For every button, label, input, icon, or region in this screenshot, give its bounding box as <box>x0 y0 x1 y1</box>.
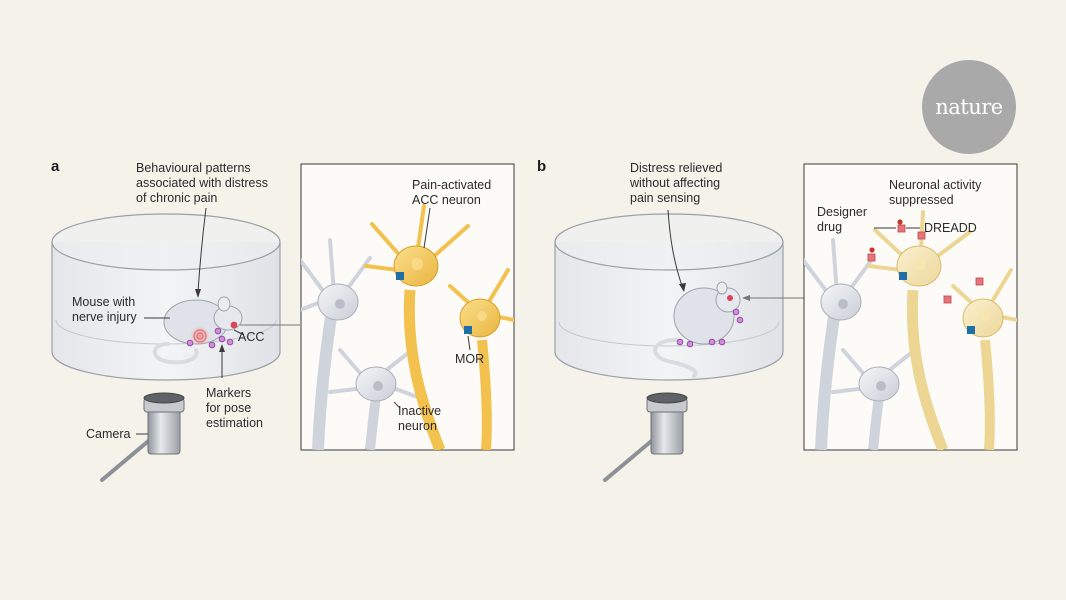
panel-a-letter: a <box>51 158 60 175</box>
nature-logo: nature <box>922 60 1016 154</box>
panel-a-leaders <box>136 207 300 435</box>
pain-neuron-label: Pain-activated ACC neuron <box>412 178 492 207</box>
activity-label: Neuronal activity suppressed <box>889 178 982 207</box>
panel-b-letter: b <box>537 158 547 175</box>
inactive-label: Inactive neuron <box>398 404 442 433</box>
panel-b-mouse <box>653 281 744 378</box>
panel-a-mouse <box>152 296 243 365</box>
pose-markers-b <box>676 308 744 348</box>
mor-label: MOR <box>455 352 485 366</box>
acc-label: ACC <box>238 330 265 344</box>
nature-logo-text: nature <box>935 95 1003 119</box>
distress-label: Distress relieved without affecting pain… <box>630 161 723 205</box>
markers-label: Markers for pose estimation <box>206 386 263 430</box>
drug-label: Designer drug <box>817 205 868 234</box>
pose-markers <box>186 327 234 349</box>
panel-a-arena <box>51 213 281 381</box>
panel-a-neurons <box>301 204 514 450</box>
dreadd-receptors <box>867 224 984 304</box>
mouse-label: Mouse with nerve injury <box>72 295 137 324</box>
panel-a-camera <box>100 392 185 482</box>
panel-b-camera <box>603 392 688 482</box>
dreadd-label: DREADD <box>924 221 977 235</box>
panel-b-arena <box>554 213 784 381</box>
camera-label: Camera <box>86 427 131 441</box>
behaviour-label: Behavioural patterns associated with dis… <box>136 161 269 205</box>
panel-b-leaders <box>667 209 804 301</box>
panel-b-neurons <box>804 210 1017 450</box>
